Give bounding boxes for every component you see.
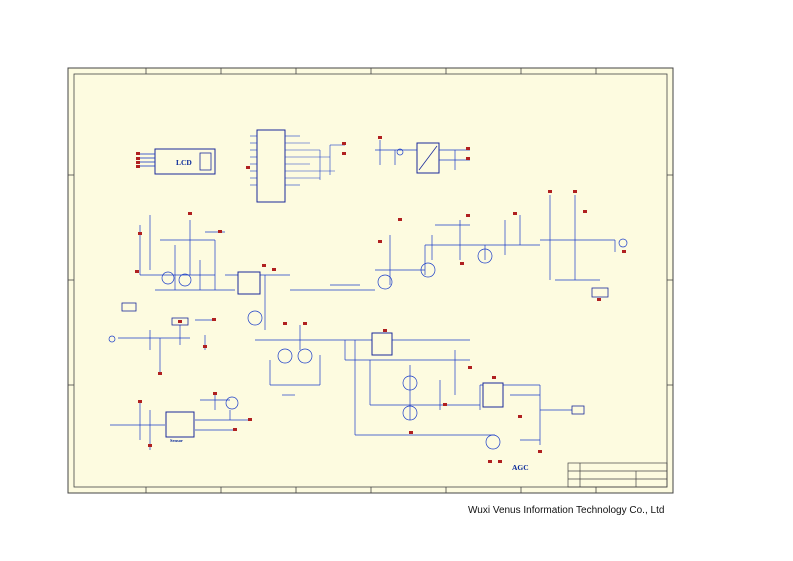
rf-transistor-chain [375, 190, 628, 301]
sensor-stage [108, 317, 252, 450]
zone-ticks [68, 68, 673, 493]
sensor-label: Sensor [170, 438, 183, 443]
lcd-module [136, 148, 216, 175]
mcu-ic [246, 129, 346, 203]
sheet-inner-border [73, 73, 668, 488]
title-block [567, 462, 668, 488]
company-footer: Wuxi Venus Information Technology Co., L… [468, 505, 665, 516]
lcd-label: LCD [176, 158, 192, 167]
preamp-stage [121, 212, 375, 330]
regulator-block [375, 136, 470, 174]
mixer-stage [255, 322, 585, 463]
agc-label: AGC [512, 463, 529, 472]
sheet-paper [67, 67, 674, 494]
